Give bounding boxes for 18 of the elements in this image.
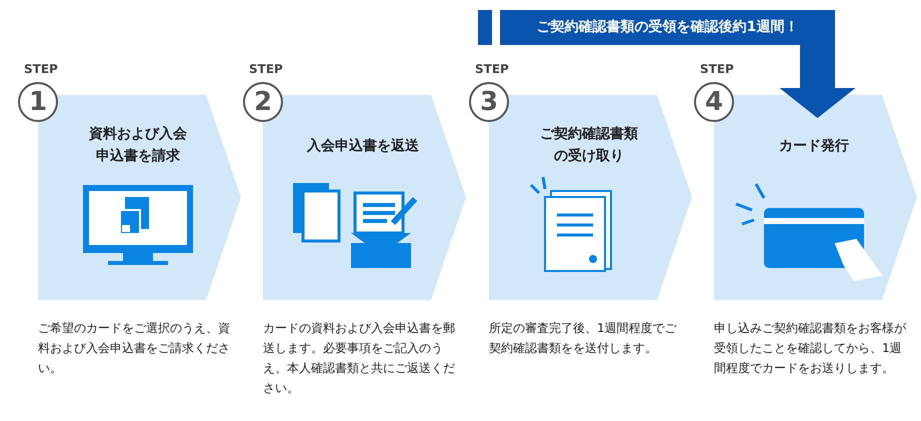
step-title: カード発行 xyxy=(778,137,850,156)
step-number-circle: 3 xyxy=(469,82,509,122)
arrow xyxy=(780,45,856,118)
banner: ご契約確認書類の受領を確認後約1週間！ xyxy=(478,10,835,45)
step-label: STEP xyxy=(475,62,509,76)
step-description: ご希望のカードをご選択のうえ、資料および入会申込書をご請求ください。 xyxy=(38,320,230,377)
step-description: 申し込みご契約確認書類をお客様が受領したことを確認してから、1週間程度でカードをお送りします。 xyxy=(714,320,906,377)
step-description: 所定の審査完了後、1週間程度でご契約確認書類をを送付します。 xyxy=(489,320,678,357)
step-description: カードの資料および入会申込書を郵送します。必要事項をご記入のうえ、本人確認書類と共にご返送ください。 xyxy=(263,320,455,397)
step-title: ご契約確認書類の受け取り xyxy=(539,125,639,166)
step-label: STEP xyxy=(249,62,283,76)
step-number-circle: 4 xyxy=(694,82,734,122)
step-label: STEP xyxy=(24,62,58,76)
step-number-circle: 1 xyxy=(18,82,58,122)
step-title: 資料および入会申込書を請求 xyxy=(88,125,188,166)
step-number-circle: 2 xyxy=(243,82,283,122)
step-label: STEP xyxy=(700,62,734,76)
step-title: 入会申込書を返送 xyxy=(306,137,420,156)
